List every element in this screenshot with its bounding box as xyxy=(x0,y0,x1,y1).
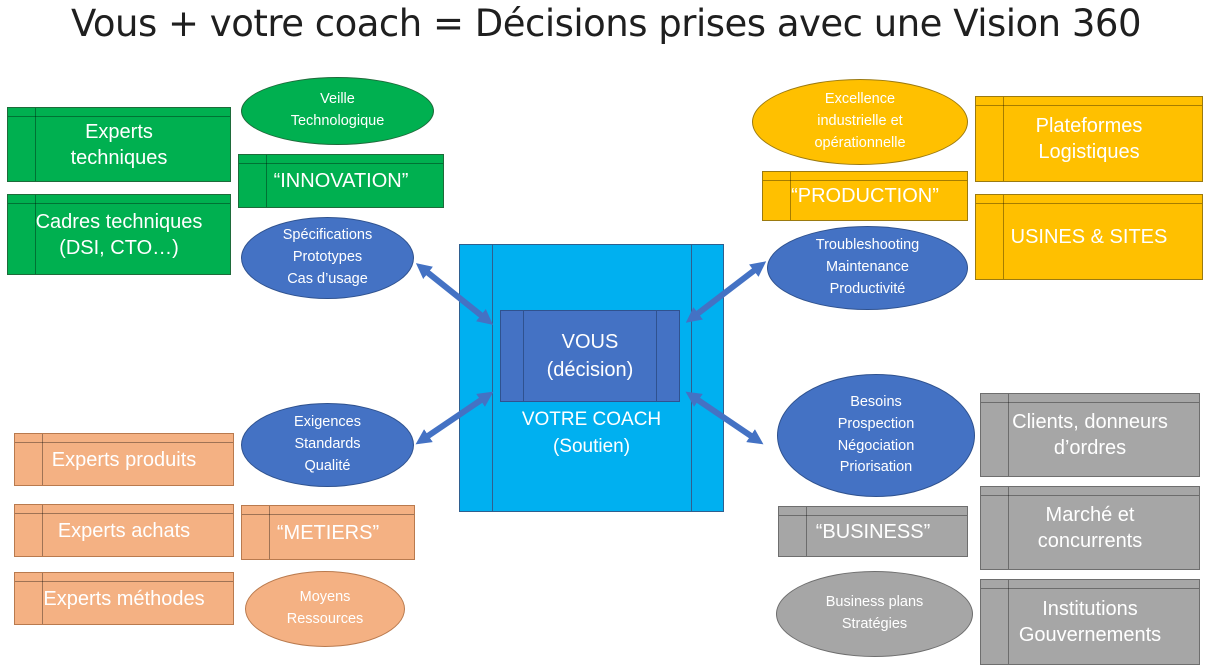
coach-label: VOTRE COACH (Soutien) xyxy=(521,409,662,457)
arrow-production xyxy=(685,261,767,323)
actor-cadres-techniques: Cadres techniques (DSI, CTO…) xyxy=(7,194,231,275)
arrow-innovation xyxy=(415,263,494,325)
actor-clients: Clients, donneurs d’ordres xyxy=(980,393,1200,477)
actor-institutions: Institutions Gouvernements xyxy=(980,579,1200,665)
category-innovation: “INNOVATION” xyxy=(238,154,444,208)
category-business: “BUSINESS” xyxy=(778,506,968,557)
ellipse-excellence: Excellence industrielle et opérationnell… xyxy=(752,79,968,165)
category-production: “PRODUCTION” xyxy=(762,171,968,221)
ellipse-exigences: Exigences Standards Qualité xyxy=(241,403,414,487)
arrow-metiers xyxy=(415,391,494,445)
ellipse-business-plans: Business plans Stratégies xyxy=(776,571,973,657)
ellipse-specifications: Spécifications Prototypes Cas d’usage xyxy=(241,217,414,299)
vous-box: VOUS (décision) xyxy=(500,310,680,402)
actor-plateformes-logistiques: Plateformes Logistiques xyxy=(975,96,1203,182)
actor-experts-produits: Experts produits xyxy=(14,433,234,486)
arrow-business xyxy=(685,391,764,445)
actor-usines-sites: USINES & SITES xyxy=(975,194,1203,280)
vous-label: VOUS (décision) xyxy=(546,331,634,381)
actor-marche-concurrents: Marché et concurrents xyxy=(980,486,1200,570)
ellipse-troubleshooting: Troubleshooting Maintenance Productivité xyxy=(767,226,968,310)
ellipse-besoins: Besoins Prospection Négociation Priorisa… xyxy=(777,374,975,497)
ellipse-veille: Veille Technologique xyxy=(241,77,434,145)
actor-experts-techniques: Experts techniques xyxy=(7,107,231,182)
ellipse-moyens: Moyens Ressources xyxy=(245,571,405,647)
page-title: Vous + votre coach = Décisions prises av… xyxy=(70,2,1142,45)
actor-experts-methodes: Experts méthodes xyxy=(14,572,234,625)
category-metiers: “METIERS” xyxy=(241,505,415,560)
actor-experts-achats: Experts achats xyxy=(14,504,234,557)
